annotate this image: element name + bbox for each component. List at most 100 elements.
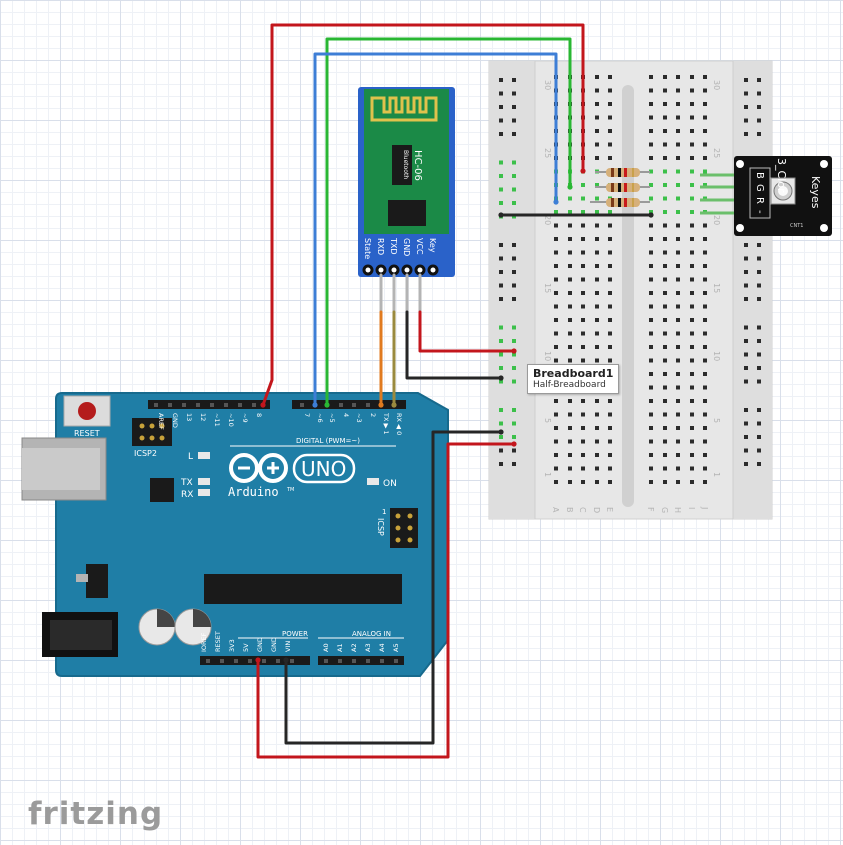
header-pin[interactable] xyxy=(224,403,228,407)
breadboard-hole[interactable] xyxy=(676,372,680,376)
breadboard-hole[interactable] xyxy=(663,169,667,174)
power-rail-hole[interactable] xyxy=(499,448,503,453)
power-rail-hole[interactable] xyxy=(512,91,516,96)
breadboard-hole[interactable] xyxy=(568,250,572,255)
breadboard-hole[interactable] xyxy=(703,156,707,160)
breadboard-hole[interactable] xyxy=(595,345,599,349)
breadboard-hole[interactable] xyxy=(663,223,667,228)
breadboard-hole[interactable] xyxy=(608,115,612,120)
header-pin[interactable] xyxy=(210,403,214,407)
breadboard-hole[interactable] xyxy=(554,426,558,430)
breadboard-hole[interactable] xyxy=(703,304,707,309)
power-rail-hole[interactable] xyxy=(757,325,761,330)
breadboard-hole[interactable] xyxy=(595,237,599,241)
breadboard-hole[interactable] xyxy=(649,385,653,390)
breadboard-hole[interactable] xyxy=(554,358,558,363)
breadboard-hole[interactable] xyxy=(676,358,680,363)
breadboard-hole[interactable] xyxy=(703,277,707,282)
power-rail-hole[interactable] xyxy=(499,187,503,192)
breadboard-hole[interactable] xyxy=(554,264,558,268)
breadboard-hole[interactable] xyxy=(690,372,694,376)
breadboard-hole[interactable] xyxy=(649,115,653,120)
breadboard-hole[interactable] xyxy=(568,210,572,214)
header-pin[interactable] xyxy=(276,659,280,663)
breadboard-hole[interactable] xyxy=(568,439,572,444)
wire-black-gnd-to-rail[interactable] xyxy=(284,430,503,745)
power-rail-hole[interactable] xyxy=(499,105,503,109)
breadboard-hole[interactable] xyxy=(703,169,707,174)
breadboard-hole[interactable] xyxy=(568,358,572,363)
breadboard-hole[interactable] xyxy=(608,426,612,430)
wire-endpoint[interactable] xyxy=(498,375,504,381)
breadboard-hole[interactable] xyxy=(676,223,680,228)
breadboard-hole[interactable] xyxy=(608,129,612,133)
breadboard-hole[interactable] xyxy=(690,196,694,201)
power-rail-hole[interactable] xyxy=(512,132,516,136)
breadboard-hole[interactable] xyxy=(676,196,680,201)
breadboard-hole[interactable] xyxy=(595,358,599,363)
breadboard-hole[interactable] xyxy=(608,277,612,282)
breadboard-hole[interactable] xyxy=(663,196,667,201)
power-rail-hole[interactable] xyxy=(757,118,761,123)
breadboard-hole[interactable] xyxy=(595,304,599,309)
power-rail-hole[interactable] xyxy=(512,256,516,261)
breadboard-hole[interactable] xyxy=(663,277,667,282)
breadboard-hole[interactable] xyxy=(581,210,585,214)
header-pin[interactable] xyxy=(290,659,294,663)
header-pin[interactable] xyxy=(168,403,172,407)
breadboard-hole[interactable] xyxy=(595,264,599,268)
power-rail-hole[interactable] xyxy=(512,325,516,330)
breadboard-hole[interactable] xyxy=(649,466,653,471)
breadboard-hole[interactable] xyxy=(595,156,599,160)
breadboard-hole[interactable] xyxy=(595,426,599,430)
breadboard-hole[interactable] xyxy=(649,304,653,309)
resistor-3[interactable] xyxy=(590,198,650,207)
breadboard-hole[interactable] xyxy=(649,426,653,430)
power-rail-hole[interactable] xyxy=(512,297,516,301)
breadboard-hole[interactable] xyxy=(663,264,667,268)
header-pin[interactable] xyxy=(394,659,398,663)
power-rail-hole[interactable] xyxy=(499,283,503,288)
power-rail-hole[interactable] xyxy=(499,366,503,370)
breadboard-hole[interactable] xyxy=(595,439,599,444)
breadboard-hole[interactable] xyxy=(608,75,612,79)
header-pin[interactable] xyxy=(380,659,384,663)
breadboard-hole[interactable] xyxy=(649,277,653,282)
power-rail-hole[interactable] xyxy=(499,408,503,412)
power-rail-hole[interactable] xyxy=(744,366,748,370)
breadboard-hole[interactable] xyxy=(663,291,667,295)
breadboard-hole[interactable] xyxy=(676,412,680,417)
breadboard-hole[interactable] xyxy=(649,223,653,228)
breadboard-hole[interactable] xyxy=(690,277,694,282)
breadboard-hole[interactable] xyxy=(554,291,558,295)
power-rail-hole[interactable] xyxy=(499,243,503,247)
power-rail-hole[interactable] xyxy=(757,243,761,247)
breadboard-hole[interactable] xyxy=(649,453,653,457)
header-pin[interactable] xyxy=(262,659,266,663)
wires[interactable] xyxy=(256,23,653,759)
breadboard-hole[interactable] xyxy=(595,102,599,106)
power-rail-hole[interactable] xyxy=(757,352,761,357)
breadboard-hole[interactable] xyxy=(690,358,694,363)
breadboard-hole[interactable] xyxy=(703,250,707,255)
header-pin[interactable] xyxy=(352,659,356,663)
breadboard-hole[interactable] xyxy=(676,102,680,106)
breadboard-hole[interactable] xyxy=(690,412,694,417)
power-rail-hole[interactable] xyxy=(499,256,503,261)
breadboard-hole[interactable] xyxy=(581,439,585,444)
breadboard-hole[interactable] xyxy=(608,318,612,322)
breadboard-hole[interactable] xyxy=(608,156,612,160)
power-rail-hole[interactable] xyxy=(499,297,503,301)
header-pin[interactable] xyxy=(220,659,224,663)
breadboard-hole[interactable] xyxy=(690,169,694,174)
breadboard-hole[interactable] xyxy=(690,399,694,403)
resistor-1[interactable] xyxy=(595,168,650,177)
power-rail-hole[interactable] xyxy=(512,270,516,274)
power-rail-hole[interactable] xyxy=(499,78,503,82)
header-pin[interactable] xyxy=(248,659,252,663)
breadboard-hole[interactable] xyxy=(663,466,667,471)
breadboard-hole[interactable] xyxy=(608,88,612,93)
rgb-led-module[interactable]: Keyes 3_Clor B G R - CNT1 xyxy=(700,156,832,236)
breadboard-hole[interactable] xyxy=(581,277,585,282)
